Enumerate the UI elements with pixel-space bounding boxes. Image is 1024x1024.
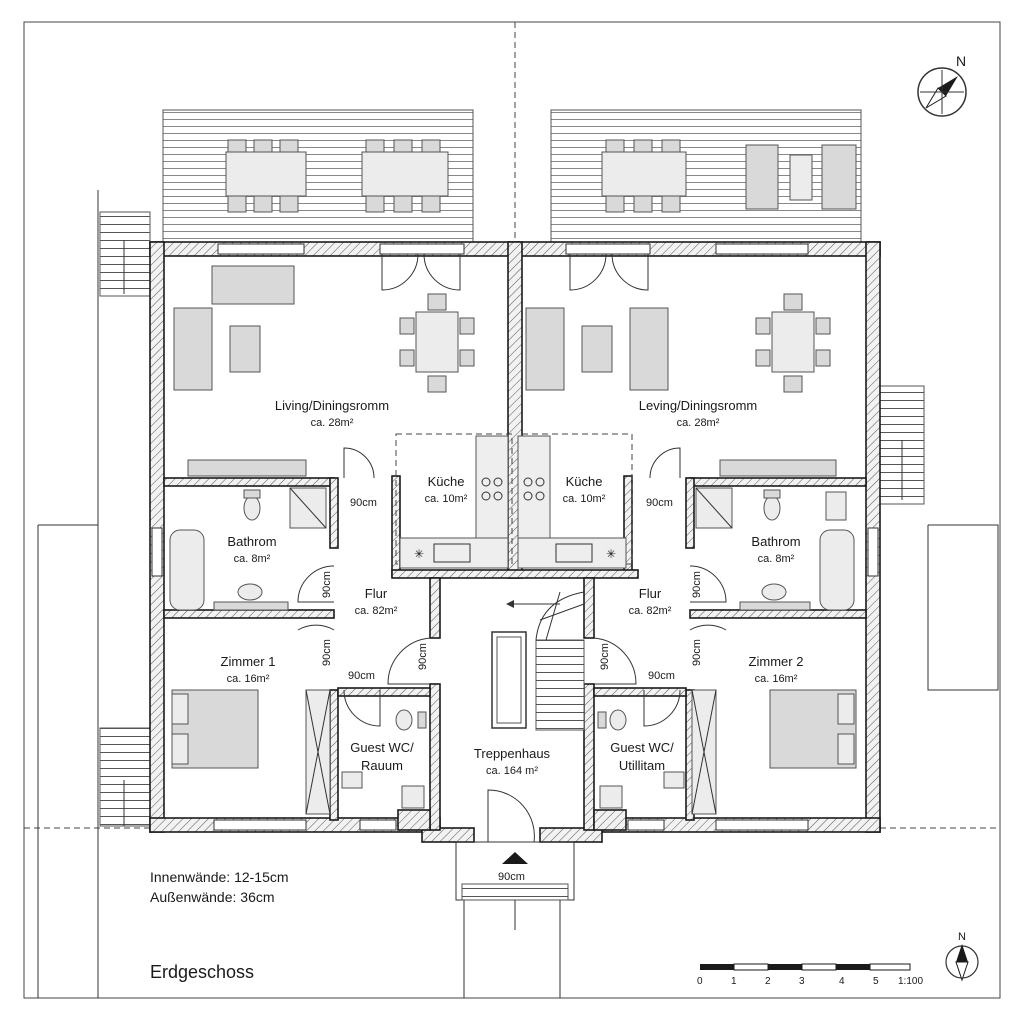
door-width-label: 90cm [648,670,675,682]
north-arrow-small-icon [945,944,979,982]
scale-ratio: 1:100 [898,976,923,987]
terrace-left [162,109,474,243]
room-name: Utillitam [619,758,665,773]
room-name: Bathrom [751,534,800,549]
room-area: ca. 164 m² [486,765,538,777]
room-area: ca. 28m² [677,417,720,429]
terrace-right [550,109,862,243]
door-width-label: 90cm [646,497,673,509]
scale-tick: 1 [731,976,737,987]
scale-tick: 0 [697,976,703,987]
note-outer-walls: Außenwände: 36cm [150,889,275,905]
room-area: ca. 28m² [311,417,354,429]
room-area: ca. 82m² [629,605,672,617]
room-name: Zimmer 2 [749,654,804,669]
room-name: Leving/Diningsromm [639,398,758,413]
room-area: ca. 8m² [234,553,271,565]
wc-left-fixtures [341,709,427,809]
site-lines [23,21,1001,999]
room-name: Zimmer 1 [221,654,276,669]
entrance [455,841,575,998]
bedroom-right [691,689,857,815]
living-left-furniture [173,265,475,477]
door-width-label: 90cm [348,670,375,682]
room-name: Living/Diningsromm [275,398,389,413]
scale-bar [700,963,911,971]
room-name: Guest WC/ [350,740,414,755]
plan-title: Erdgeschoss [150,962,254,982]
interior-doors [297,447,727,843]
interior-walls [163,475,867,831]
door-width-label: 90cm [417,643,429,670]
scale-tick: 4 [839,976,845,987]
north-label-bottom: N [958,931,966,943]
door-width-label: 90cm [321,571,333,598]
room-name: Flur [639,586,662,601]
outer-walls [149,241,881,843]
scale-tick: 3 [799,976,805,987]
room-name: Küche [428,474,465,489]
bedroom-left [171,689,331,815]
door-width-label: 90cm [691,571,703,598]
room-area: ca. 16m² [755,673,798,685]
side-stair-left-bottom [99,727,151,827]
room-name: Küche [566,474,603,489]
staircase [491,591,585,731]
wc-right-fixtures [597,709,685,809]
note-inner-walls: Innenwände: 12-15cm [150,869,289,885]
svg-text:✳: ✳ [414,547,424,561]
bathroom-left [169,487,327,611]
bathroom-right [695,487,855,611]
door-width-label: 90cm [691,639,703,666]
svg-text:✳: ✳ [606,547,616,561]
door-width-label: 90cm [498,871,525,883]
room-area: ca. 10m² [563,493,606,505]
door-width-label: 90cm [599,643,611,670]
living-right-furniture [525,293,837,477]
room-name: Bathrom [227,534,276,549]
scale-tick: 5 [873,976,879,987]
north-label-top: N [956,53,966,69]
terrace-doors [381,253,649,291]
room-area: ca. 16m² [227,673,270,685]
room-name: Rauum [361,758,403,773]
scale-tick: 2 [765,976,771,987]
door-width-label: 90cm [321,639,333,666]
room-area: ca. 82m² [355,605,398,617]
side-stair-left-top [99,211,151,297]
kitchen-left: ✳ [395,433,513,569]
side-stair-right [877,385,925,505]
kitchen-right: ✳ [517,433,633,569]
room-name: Treppenhaus [474,746,551,761]
door-width-label: 90cm [350,497,377,509]
room-area: ca. 10m² [425,493,468,505]
room-area: ca. 8m² [758,553,795,565]
north-arrow-icon [917,67,967,117]
room-name: Guest WC/ [610,740,674,755]
room-name: Flur [365,586,388,601]
